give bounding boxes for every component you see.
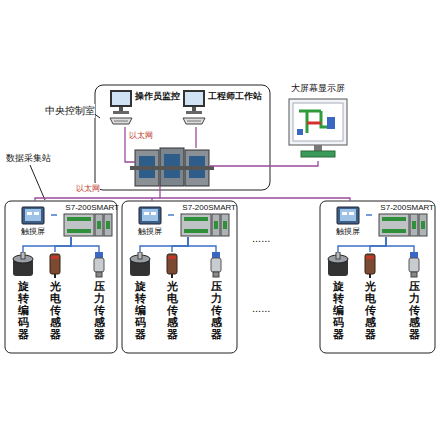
node-label: S7-200SMART: [57, 203, 119, 212]
bus-connector: [338, 237, 386, 252]
sensor-label: 压力传感器: [409, 280, 420, 340]
bus-connector: [23, 237, 71, 252]
plc-icon: [378, 213, 428, 237]
sensor-label: 压力传感器: [211, 280, 222, 340]
workstation-node: 工程师工作站: [181, 88, 262, 126]
plc-icon: [63, 213, 113, 237]
plc-icon: [180, 213, 230, 237]
large-display-icon: [287, 97, 349, 159]
touchscreen-node: 触摸屏: [330, 206, 366, 237]
network-label: 以太网: [129, 130, 153, 141]
plc-node: S7-200SMART: [174, 203, 236, 237]
sensor-label: 旋转编码器: [18, 280, 29, 340]
bus-connector: [51, 214, 57, 215]
callout-label: 中央控制室: [45, 104, 95, 118]
photoelectric-sensor-icon: [357, 252, 383, 278]
control-room-outline: [95, 85, 270, 190]
rotary-encoder-icon: [127, 252, 153, 278]
node-label: 操作员监控: [135, 88, 180, 103]
photoelectric-sensor-icon: [42, 252, 68, 278]
ethernet-switch: [130, 148, 214, 186]
pressure-sensor-icon: [203, 252, 229, 278]
touchscreen-icon: [138, 206, 162, 225]
sensor-label: 旋转编码器: [333, 280, 344, 340]
pressure-sensor-icon: [86, 252, 112, 278]
pressure-sensor-icon: [401, 252, 427, 278]
computer-icon: [108, 88, 134, 126]
touchscreen-node: 触摸屏: [132, 206, 168, 237]
bus-connector: [188, 237, 216, 252]
pressure-sensor-node: 压力传感器: [85, 252, 113, 340]
photo-sensor-node: 光电传感器: [356, 252, 384, 340]
bus-connector: [370, 237, 386, 252]
bus-connector: [386, 237, 414, 252]
rotary-encoder-icon: [10, 252, 36, 278]
node-label: 触摸屏: [15, 226, 51, 237]
bus-connector: [168, 214, 174, 215]
bus-connector: [140, 237, 188, 252]
sensor-label: 压力传感器: [94, 280, 105, 340]
photo-sensor-node: 光电传感器: [41, 252, 69, 340]
display-node: 大屏幕显示屏: [285, 82, 351, 159]
pressure-sensor-node: 压力传感器: [202, 252, 230, 340]
computer-icon: [181, 88, 207, 126]
sensor-label: 旋转编码器: [135, 280, 146, 340]
sensor-label: 光电传感器: [50, 280, 61, 340]
ellipsis-mark: ......: [252, 302, 270, 314]
node-label: 工程师工作站: [208, 88, 262, 103]
ellipsis-mark: ......: [252, 232, 270, 244]
touchscreen-icon: [336, 206, 360, 225]
photo-sensor-node: 光电传感器: [158, 252, 186, 340]
encoder-node: 旋转编码器: [126, 252, 154, 340]
station-outline: [320, 201, 435, 353]
callout-label: 数据采集站: [6, 152, 51, 165]
node-label: 触摸屏: [132, 226, 168, 237]
sensor-label: 光电传感器: [365, 280, 376, 340]
bus-connector: [71, 237, 99, 252]
network-label: 以太网: [76, 183, 100, 194]
workstation-node: 操作员监控: [108, 88, 180, 126]
station-outline: [5, 201, 117, 353]
sensor-label: 光电传感器: [167, 280, 178, 340]
rotary-encoder-icon: [325, 252, 351, 278]
pressure-sensor-node: 压力传感器: [400, 252, 428, 340]
leader-line: [30, 165, 45, 200]
node-label: 触摸屏: [330, 226, 366, 237]
plc-node: S7-200SMART: [372, 203, 434, 237]
node-label: S7-200SMART: [372, 203, 434, 212]
bus-connector: [172, 237, 188, 252]
node-label: 大屏幕显示屏: [285, 82, 351, 95]
node-label: S7-200SMART: [174, 203, 236, 212]
encoder-node: 旋转编码器: [324, 252, 352, 340]
touchscreen-icon: [21, 206, 45, 225]
bus-connector: [366, 214, 372, 215]
station-outline: [122, 201, 237, 353]
photoelectric-sensor-icon: [159, 252, 185, 278]
plc-node: S7-200SMART: [57, 203, 119, 237]
touchscreen-node: 触摸屏: [15, 206, 51, 237]
encoder-node: 旋转编码器: [9, 252, 37, 340]
bus-connector: [55, 237, 71, 252]
